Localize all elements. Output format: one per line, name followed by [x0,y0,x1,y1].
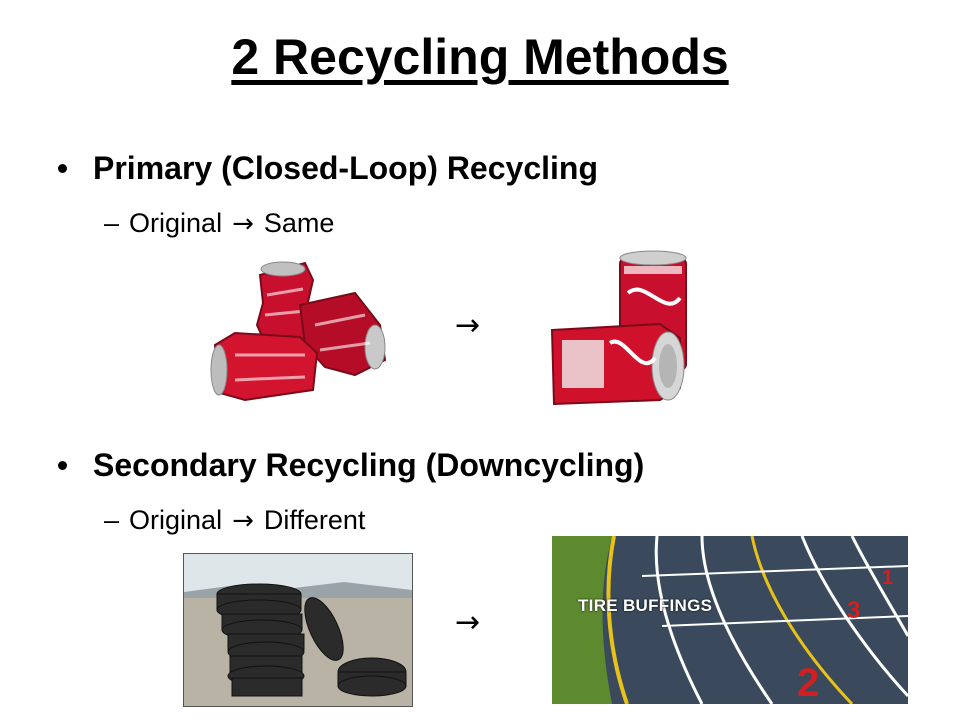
bullet-dot [58,164,67,173]
arrow-icon: → [232,208,254,239]
slide-title: 2 Recycling Methods [231,29,729,85]
soda-can-lying [550,322,685,406]
new-cans-image [550,250,687,406]
sub-secondary-to: Different [263,505,366,535]
lane-number: 2 [797,661,819,704]
track-image: 1 2 3 [552,536,908,704]
tire-buffings-label: TIRE BUFFINGS [578,596,713,615]
sub-secondary: – Original → Different [104,505,365,536]
sub-primary-from: Original [129,208,223,238]
sub-primary-to: Same [263,208,335,238]
arrow-icon: → [455,308,481,343]
bullet-dot [58,461,67,470]
lane-number: 1 [882,567,893,589]
arrow-icon: → [232,505,254,536]
bullet-secondary-label: Secondary Recycling (Downcycling) [93,447,645,483]
crushed-cans-image [210,261,387,402]
tires-image [183,553,413,707]
arrow-icon: → [455,605,481,640]
bullet-primary: Primary (Closed-Loop) Recycling [58,150,598,187]
dash: – [104,505,120,535]
bullet-primary-label: Primary (Closed-Loop) Recycling [93,150,598,186]
sub-primary: – Original → Same [104,208,334,239]
sub-secondary-from: Original [129,505,223,535]
lane-lines [606,536,908,704]
bullet-secondary: Secondary Recycling (Downcycling) [58,447,644,484]
dash: – [104,208,120,238]
tires-drawing [184,554,412,706]
track-drawing: 1 2 3 [552,536,908,704]
tire-stack [216,583,407,697]
crushed-can [210,331,319,402]
lane-number: 3 [847,597,860,624]
